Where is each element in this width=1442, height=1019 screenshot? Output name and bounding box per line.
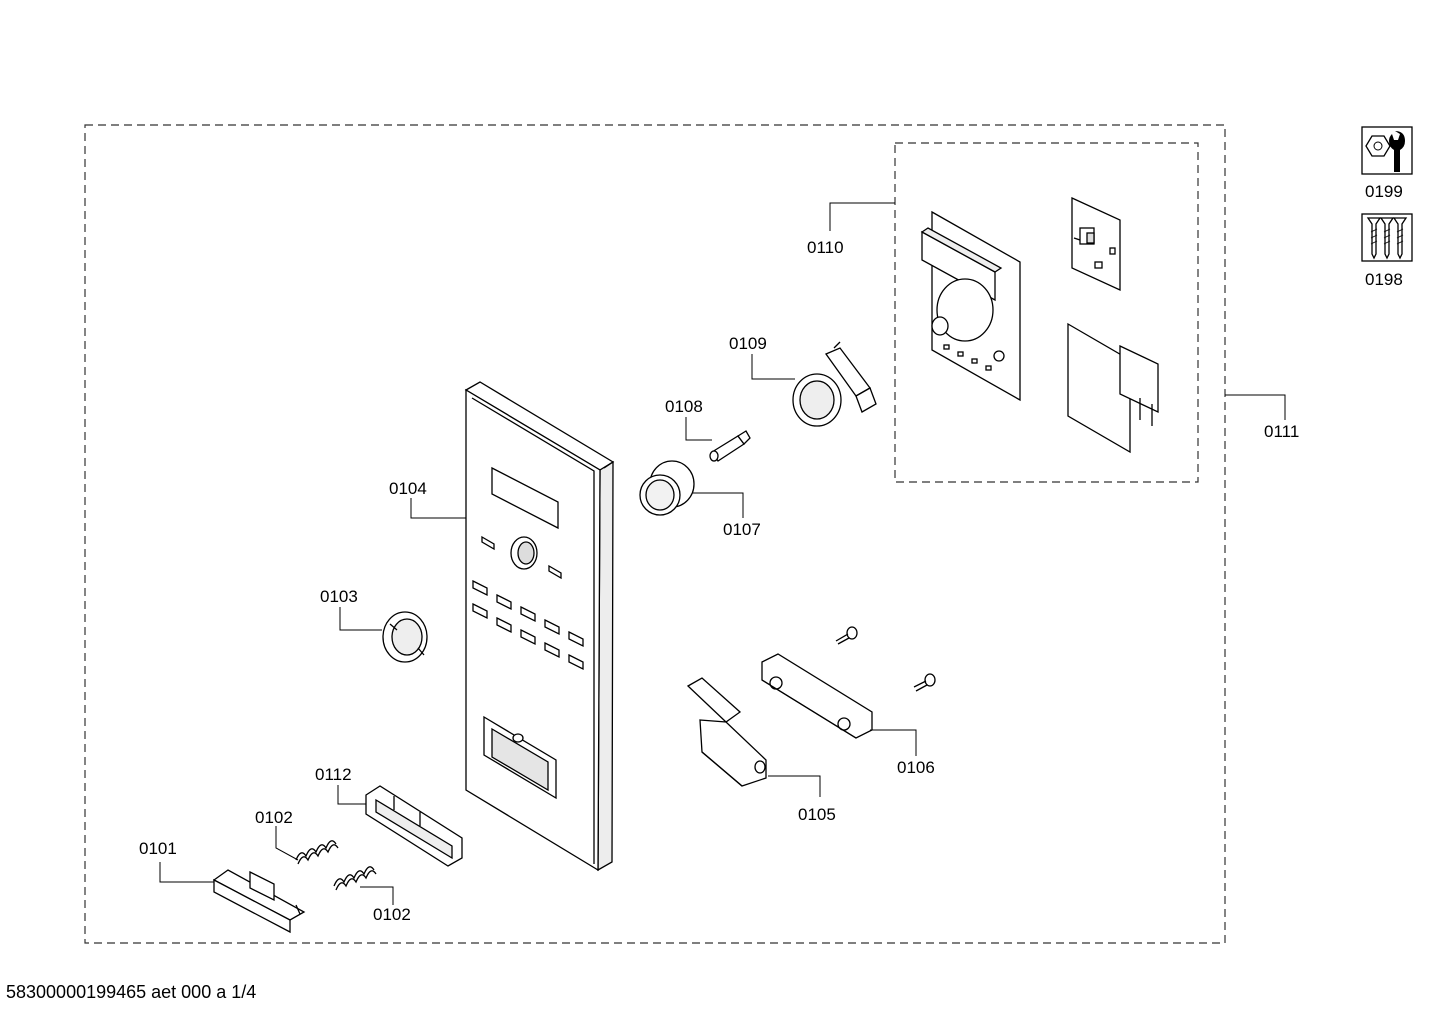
label-0199: 0199 [1365, 182, 1403, 201]
label-0112: 0112 [315, 765, 352, 784]
leader-lines [159, 202, 1286, 905]
label-0101: 0101 [139, 839, 177, 858]
label-0109: 0109 [729, 334, 767, 353]
screw-part[interactable] [913, 673, 936, 692]
hinge-bar-part[interactable] [761, 653, 873, 739]
label-0108: 0108 [665, 397, 703, 416]
label-0106: 0106 [897, 758, 935, 777]
label-0107: 0107 [723, 520, 761, 539]
power-pcb-part[interactable] [1067, 322, 1159, 454]
door-latch-part[interactable] [686, 677, 767, 787]
label-0198: 0198 [1365, 270, 1403, 289]
label-0105: 0105 [798, 805, 836, 824]
electronics-group-boundary [894, 142, 1199, 483]
screw-part[interactable] [835, 626, 858, 645]
shaft-part[interactable] [709, 430, 751, 462]
spring-part[interactable] [333, 866, 377, 891]
control-module-pcb-part[interactable] [1071, 196, 1121, 292]
knob-bracket-part[interactable] [792, 341, 877, 427]
wrench-nut-icon[interactable] [1361, 126, 1413, 175]
label-0110: 0110 [807, 238, 844, 257]
label-0103: 0103 [320, 587, 358, 606]
screws-icon[interactable] [1361, 213, 1413, 262]
knob-ring-part[interactable] [382, 611, 428, 663]
control-panel-part[interactable] [464, 381, 615, 872]
label-0102-lower: 0102 [373, 905, 411, 924]
button-frame-part[interactable] [365, 785, 463, 867]
push-button-part[interactable] [212, 869, 306, 934]
document-id: 58300000199465 aet 000 a 1/4 [6, 982, 257, 1002]
spring-part[interactable] [295, 840, 339, 865]
assembly-boundary [84, 124, 1226, 944]
label-0104: 0104 [389, 479, 427, 498]
label-0111: 0111 [1264, 422, 1299, 441]
knob-part[interactable] [639, 460, 695, 516]
display-pcb-part[interactable] [920, 210, 1021, 402]
label-0102-upper: 0102 [255, 808, 293, 827]
